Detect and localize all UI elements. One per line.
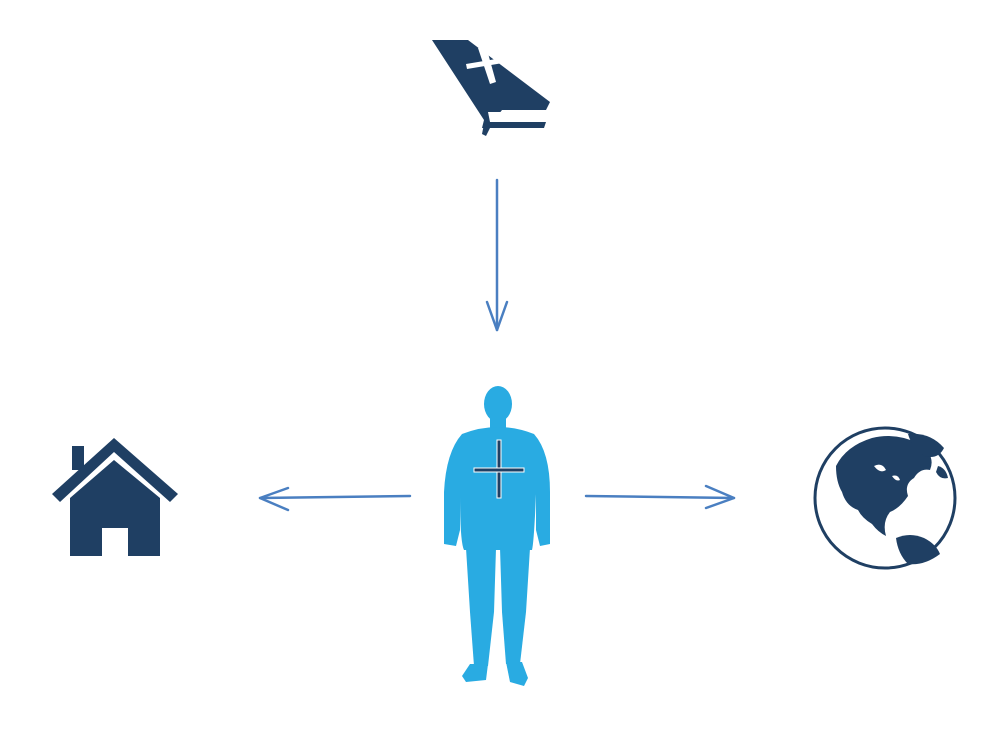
person-with-cross-icon (440, 382, 556, 692)
bible-icon (420, 36, 560, 140)
arrow-left (254, 478, 416, 518)
arrow-right (580, 478, 742, 518)
house-icon (50, 436, 180, 558)
arrow-down (470, 176, 524, 336)
globe-icon (812, 426, 958, 570)
